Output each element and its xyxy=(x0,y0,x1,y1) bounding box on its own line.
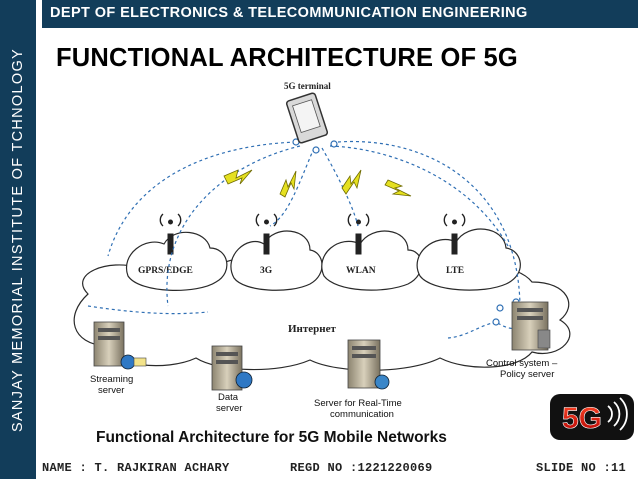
control-server-label-2: Policy server xyxy=(500,369,554,380)
architecture-diagram: Интернет GPRS/EDGE 3G WLAN LTE xyxy=(73,81,634,446)
sidebar: SANJAY MEMORIAL INSTITUTE OF TCHNOLOGY xyxy=(0,0,36,479)
5g-logo: 5G xyxy=(550,394,634,440)
realtime-server-label-1: Server for Real-Time xyxy=(314,398,402,409)
cloud-wlan: WLAN xyxy=(321,230,423,291)
streaming-server-label-2: server xyxy=(98,385,124,396)
data-server-label-2: server xyxy=(216,403,242,414)
institute-name: SANJAY MEMORIAL INSTITUTE OF TCHNOLOGY xyxy=(10,47,26,433)
network-label-lte: LTE xyxy=(446,266,464,276)
data-server-label-1: Data xyxy=(218,392,239,403)
slide-title: FUNCTIONAL ARCHITECTURE OF 5G xyxy=(56,44,518,72)
realtime-server-icon xyxy=(347,339,390,390)
diagram-caption: Functional Architecture for 5G Mobile Ne… xyxy=(96,429,447,446)
control-server-icon xyxy=(511,301,551,351)
data-server-icon xyxy=(211,345,253,391)
control-server-label-1: Control system – xyxy=(486,358,558,369)
streaming-server-icon xyxy=(93,321,147,370)
author-name: NAME : T. RAJKIRAN ACHARY xyxy=(42,461,230,475)
internet-label: Интернет xyxy=(288,323,337,335)
network-label-3g: 3G xyxy=(260,266,273,276)
network-label-wlan: WLAN xyxy=(346,266,376,276)
network-label-gprs-edge: GPRS/EDGE xyxy=(138,266,193,276)
antenna-icon-lte xyxy=(443,213,466,255)
cloud-lte: LTE xyxy=(416,228,521,291)
slide-number: SLIDE NO :11 xyxy=(536,461,627,475)
footer-bar: NAME : T. RAJKIRAN ACHARY REGD NO :12212… xyxy=(36,456,638,479)
cloud-gprs-edge: GPRS/EDGE xyxy=(125,231,228,291)
antenna-icon-wlan xyxy=(347,213,370,255)
antenna-icon-gprs xyxy=(159,213,182,255)
5g-logo-text: 5G xyxy=(562,402,602,435)
streaming-server-label-1: Streaming xyxy=(90,374,133,385)
registration-number: REGD NO :1221220069 xyxy=(290,461,433,475)
wireless-bolts xyxy=(223,169,412,198)
realtime-server-label-2: communication xyxy=(330,409,394,420)
antenna-icon-3g xyxy=(255,213,278,255)
department-title: DEPT OF ELECTRONICS & TELECOMMUNICATION … xyxy=(50,5,528,21)
terminal-icon: 5G terminal xyxy=(284,81,331,144)
cloud-3g: 3G xyxy=(230,230,323,291)
header-banner: DEPT OF ELECTRONICS & TELECOMMUNICATION … xyxy=(42,0,638,28)
terminal-label: 5G terminal xyxy=(284,81,331,91)
dashed-links xyxy=(87,140,524,339)
